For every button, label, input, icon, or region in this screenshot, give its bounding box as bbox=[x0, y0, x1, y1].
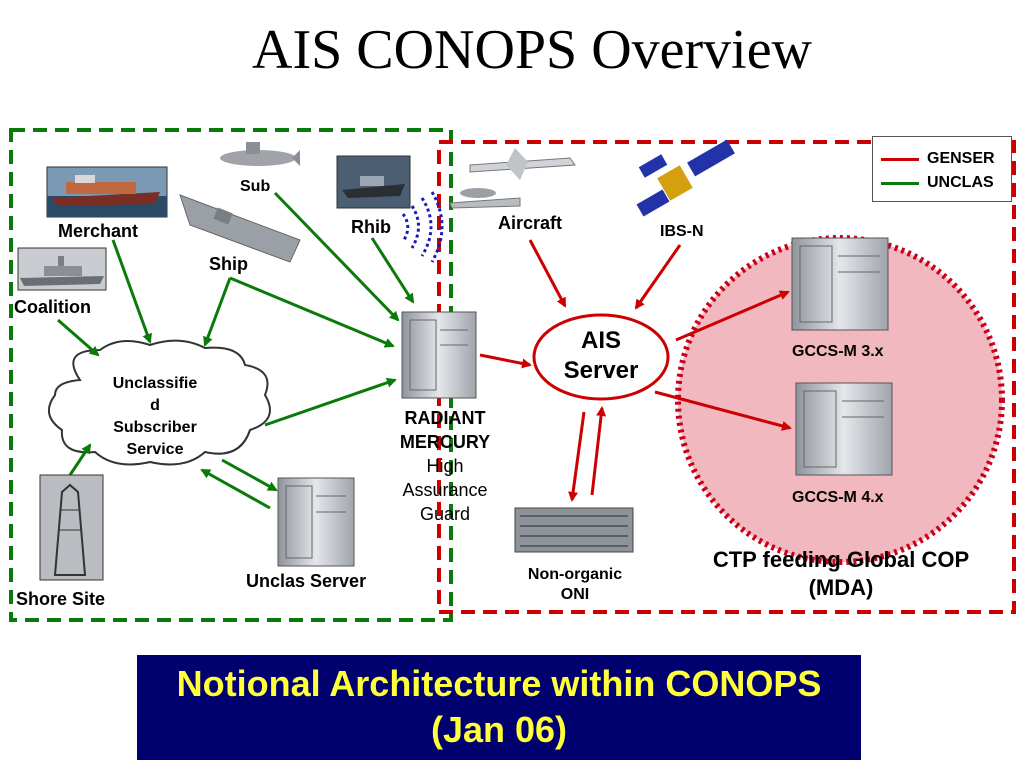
radiant-line-1: RADIANT bbox=[404, 408, 486, 428]
shore-site-image bbox=[39, 474, 104, 581]
oni-building-image bbox=[514, 507, 634, 553]
banner-line-1: Notional Architecture within CONOPS bbox=[176, 663, 822, 704]
radiant-mercury-label: RADIANT MERCURY High Assurance Guard bbox=[375, 406, 515, 526]
genser-swatch bbox=[881, 157, 919, 161]
subscriber-service-cloud bbox=[47, 339, 271, 466]
radiant-line-2: MERCURY bbox=[399, 432, 491, 452]
subscriber-line-3: Subscriber bbox=[113, 419, 197, 436]
rhib-image bbox=[336, 155, 411, 209]
sub-label: Sub bbox=[240, 178, 271, 195]
subscriber-service-label: Unclassifie d Subscriber Service bbox=[85, 373, 225, 461]
merchant-label: Merchant bbox=[58, 221, 139, 241]
caption-banner: Notional Architecture within CONOPS (Jan… bbox=[137, 655, 861, 760]
legend-genser-label: GENSER bbox=[927, 150, 995, 167]
ctp-line-1: CTP feeding Global COP bbox=[712, 547, 970, 572]
unclas-flows bbox=[57, 191, 415, 510]
ctp-line-2: (MDA) bbox=[808, 575, 874, 600]
radiant-mercury-server bbox=[401, 311, 477, 399]
legend-genser: GENSER bbox=[881, 149, 995, 169]
banner-line-2: (Jan 06) bbox=[430, 709, 568, 750]
ais-line-1: AIS bbox=[580, 327, 621, 354]
gccs3-label: GCCS-M 3.x bbox=[792, 343, 884, 360]
aircraft-image bbox=[449, 148, 576, 209]
legend-unclas-label: UNCLAS bbox=[927, 174, 994, 191]
subscriber-line-2: d bbox=[150, 397, 160, 414]
subscriber-line-1: Unclassifie bbox=[112, 375, 198, 392]
ctp-label: CTP feeding Global COP (MDA) bbox=[668, 546, 1014, 602]
submarine-image bbox=[220, 142, 300, 166]
radiant-line-3: High bbox=[426, 456, 464, 476]
gccs4-server bbox=[795, 382, 893, 476]
radiant-line-4: Assurance bbox=[402, 480, 488, 500]
merchant-ship-image bbox=[46, 166, 168, 218]
gccs3-server bbox=[791, 237, 889, 331]
coalition-label: Coalition bbox=[14, 297, 91, 317]
unclas-server-label: Unclas Server bbox=[246, 571, 367, 591]
ais-line-2: Server bbox=[563, 357, 639, 384]
legend: GENSER UNCLAS bbox=[872, 136, 1012, 202]
radiant-line-5: Guard bbox=[419, 504, 471, 524]
legend-unclas: UNCLAS bbox=[881, 173, 994, 193]
oni-line-1: Non-organic bbox=[527, 566, 623, 583]
shore-site-label: Shore Site bbox=[16, 589, 106, 609]
page-title: AIS CONOPS Overview bbox=[252, 19, 812, 81]
satellite-image bbox=[636, 139, 735, 217]
oni-line-2: ONI bbox=[560, 586, 590, 603]
ais-server-ellipse bbox=[532, 313, 670, 401]
unclas-swatch bbox=[881, 181, 919, 185]
gccs4-label: GCCS-M 4.x bbox=[792, 489, 884, 506]
radio-waves bbox=[401, 191, 444, 263]
carrier-ship-image bbox=[179, 194, 301, 263]
ship-label: Ship bbox=[209, 254, 248, 274]
oni-label: Non-organic ONI bbox=[510, 565, 640, 605]
rhib-label: Rhib bbox=[351, 217, 391, 237]
genser-flows bbox=[479, 239, 792, 502]
coalition-ship-image bbox=[17, 247, 107, 291]
aircraft-label: Aircraft bbox=[498, 213, 563, 233]
subscriber-line-4: Service bbox=[126, 441, 184, 458]
ais-server-label: AIS Server bbox=[541, 326, 661, 386]
unclas-server bbox=[277, 477, 355, 567]
ibs-n-label: IBS-N bbox=[660, 223, 704, 240]
